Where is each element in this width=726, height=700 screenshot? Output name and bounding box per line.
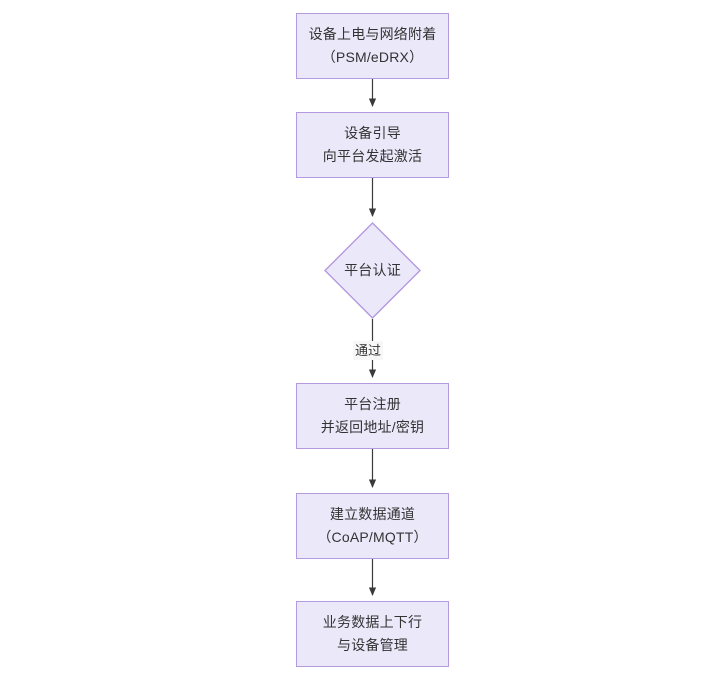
flow-node-business-data-and-device-management[interactable]: 业务数据上下行 与设备管理 bbox=[296, 601, 449, 667]
flow-node-device-power-on[interactable]: 设备上电与网络附着 （PSM/eDRX） bbox=[296, 13, 449, 79]
flow-node-line: 业务数据上下行 bbox=[322, 614, 423, 630]
flow-node-platform-auth-decision[interactable]: 平台认证 bbox=[324, 222, 421, 319]
flow-node-line: （PSM/eDRX） bbox=[321, 49, 424, 65]
flow-node-establish-data-channel[interactable]: 建立数据通道 （CoAP/MQTT） bbox=[296, 493, 449, 559]
flow-node-line: （CoAP/MQTT） bbox=[317, 529, 428, 545]
flow-node-line: 建立数据通道 bbox=[329, 506, 416, 522]
flow-node-line: 设备上电与网络附着 bbox=[308, 26, 437, 42]
flow-node-line: 与设备管理 bbox=[337, 637, 408, 653]
flow-node-line: 平台认证 bbox=[344, 262, 401, 278]
edge-label-pass: 通过 bbox=[353, 341, 384, 360]
flow-node-device-bootstrap[interactable]: 设备引导 向平台发起激活 bbox=[296, 112, 449, 178]
flow-node-line: 平台注册 bbox=[344, 396, 401, 412]
flow-node-platform-registration[interactable]: 平台注册 并返回地址/密钥 bbox=[296, 383, 449, 449]
flow-node-line: 向平台发起激活 bbox=[322, 148, 423, 164]
diamond-shape-icon bbox=[324, 222, 421, 319]
flow-node-line: 并返回地址/密钥 bbox=[320, 419, 425, 435]
flow-node-line: 设备引导 bbox=[344, 125, 401, 141]
